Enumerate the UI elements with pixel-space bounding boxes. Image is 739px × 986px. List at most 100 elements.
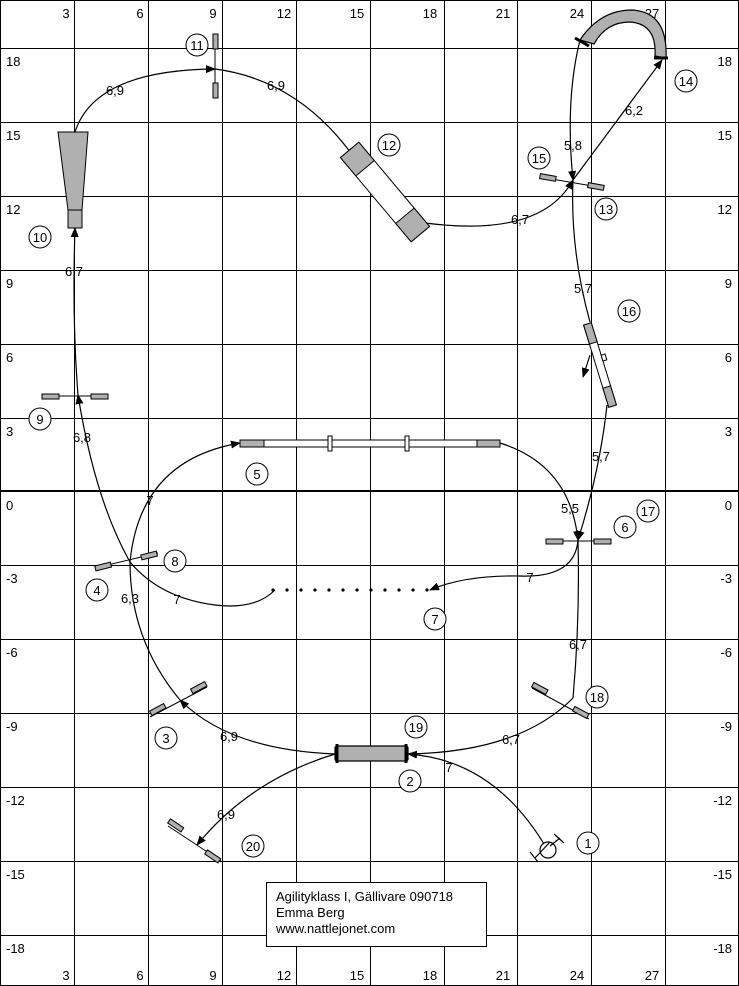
obstacle-number: 1 xyxy=(584,836,591,851)
obstacle-number: 13 xyxy=(599,202,613,217)
x-top-label: 6 xyxy=(136,6,143,21)
obstacle-label: 6 xyxy=(613,515,637,539)
tunnel-2 xyxy=(334,745,409,762)
obstacle-number: 16 xyxy=(622,304,636,319)
y-left-label: -3 xyxy=(6,571,18,586)
distance-label: 6,9 xyxy=(106,83,124,98)
y-right-label: -6 xyxy=(720,645,732,660)
path-6-7 xyxy=(429,539,579,591)
path-13-14 xyxy=(572,59,663,181)
x-bottom-label: 27 xyxy=(645,968,659,983)
obstacle-label: 8 xyxy=(163,549,187,573)
x-top-label: 12 xyxy=(277,6,291,21)
obstacle-number: 14 xyxy=(679,74,693,89)
aframe-10 xyxy=(57,131,89,229)
distance-label: 5,5 xyxy=(561,501,579,516)
distance-label: 6,9 xyxy=(267,78,285,93)
y-axis-labels: 18 15 12 9 6 3 0 -3 -6 -9 -12 -15 -18 18… xyxy=(6,54,732,956)
obstacle-number: 5 xyxy=(253,467,260,482)
obstacle-number: 18 xyxy=(590,690,604,705)
obstacle-numbers: 1 2 3 4 5 6 7 8 9 10 11 12 13 14 15 16 1… xyxy=(28,33,698,858)
x-bottom-label: 21 xyxy=(496,968,510,983)
x-bottom-label: 9 xyxy=(209,968,216,983)
jump-13-15 xyxy=(539,173,605,191)
path-7-8 xyxy=(129,561,276,607)
curved-tunnel-14-end xyxy=(574,36,590,48)
path-15-16 xyxy=(572,179,591,323)
jump-3 xyxy=(148,680,208,718)
distance-label: 6,3 xyxy=(121,591,139,606)
jump-9 xyxy=(41,393,109,400)
y-left-label: -12 xyxy=(6,793,25,808)
y-right-label: 12 xyxy=(718,202,732,217)
obstacle-number: 6 xyxy=(621,520,628,535)
tyre-row-7 xyxy=(271,588,429,592)
distance-label: 6,9 xyxy=(220,729,238,744)
y-right-label: 0 xyxy=(725,498,732,513)
obstacle-label: 19 xyxy=(404,715,428,739)
x-top-label: 15 xyxy=(350,6,364,21)
obstacle-number: 12 xyxy=(382,138,396,153)
x-bottom-label: 6 xyxy=(136,968,143,983)
path-4-5 xyxy=(129,440,241,563)
y-right-label: 15 xyxy=(718,128,732,143)
distance-label: 6,9 xyxy=(217,807,235,822)
path-18-17 xyxy=(572,539,580,699)
jump-4-8 xyxy=(94,550,159,572)
distance-label: 5,8 xyxy=(564,138,582,153)
x-top-label: 24 xyxy=(570,6,584,21)
distance-label: 5,7 xyxy=(574,281,592,296)
obstacle-label: 18 xyxy=(585,685,609,709)
path-10-11 xyxy=(74,65,216,133)
obstacle-label: 13 xyxy=(594,197,618,221)
course-website: www.nattlejonet.com xyxy=(276,921,396,936)
obstacle-number: 7 xyxy=(431,612,438,627)
y-left-label: -18 xyxy=(6,941,25,956)
course-title: Agilityklass I, Gällivare 090718 xyxy=(276,889,454,904)
course-designer: Emma Berg xyxy=(276,905,345,920)
obstacle-label: 1 xyxy=(576,831,600,855)
x-bottom-label: 18 xyxy=(423,968,437,983)
distance-label: 7 xyxy=(173,592,180,607)
y-right-label: -15 xyxy=(713,867,732,882)
distance-label: 6,7 xyxy=(502,732,520,747)
y-right-label: 18 xyxy=(718,54,732,69)
obstacle-number: 2 xyxy=(406,774,413,789)
distance-label: 6,7 xyxy=(65,264,83,279)
obstacle-number: 9 xyxy=(36,412,43,427)
course-path xyxy=(70,39,663,850)
y-left-label: 15 xyxy=(6,128,20,143)
obstacle-label: 10 xyxy=(28,225,52,249)
obstacle-number: 8 xyxy=(171,554,178,569)
path-17-20 xyxy=(196,753,336,846)
jump-11 xyxy=(212,33,219,99)
obstacle-label: 20 xyxy=(241,834,265,858)
y-left-label: -9 xyxy=(6,719,18,734)
jump-18 xyxy=(530,681,590,720)
obstacle-number: 11 xyxy=(190,38,204,53)
dogwalk-5 xyxy=(239,435,501,452)
distance-label: 6,7 xyxy=(569,637,587,652)
y-right-label: -12 xyxy=(713,793,732,808)
x-top-label: 3 xyxy=(62,6,69,21)
jump-20 xyxy=(166,818,222,864)
x-top-label: 21 xyxy=(496,6,510,21)
obstacle-number: 10 xyxy=(33,230,47,245)
x-top-label: 18 xyxy=(423,6,437,21)
distance-labels: 7 6,7 6,7 6,9 6,3 7 7 7 6,8 6,7 6,9 6,9 … xyxy=(65,78,643,822)
y-right-label: 9 xyxy=(725,276,732,291)
obstacle-label: 3 xyxy=(154,726,178,750)
obstacle-label: 15 xyxy=(527,146,551,170)
path-12-13 xyxy=(417,179,574,227)
obstacle-label: 17 xyxy=(636,499,660,523)
obstacle-label: 5 xyxy=(245,462,269,486)
y-right-label: 3 xyxy=(725,424,732,439)
distance-label: 6,7 xyxy=(511,212,529,227)
y-left-label: -15 xyxy=(6,867,25,882)
path-14-15 xyxy=(568,39,581,181)
distance-label: 6,8 xyxy=(73,430,91,445)
axis-labels: 3 6 9 12 15 18 21 24 27 3 6 9 12 15 18 2… xyxy=(62,6,659,983)
y-right-label: 6 xyxy=(725,350,732,365)
